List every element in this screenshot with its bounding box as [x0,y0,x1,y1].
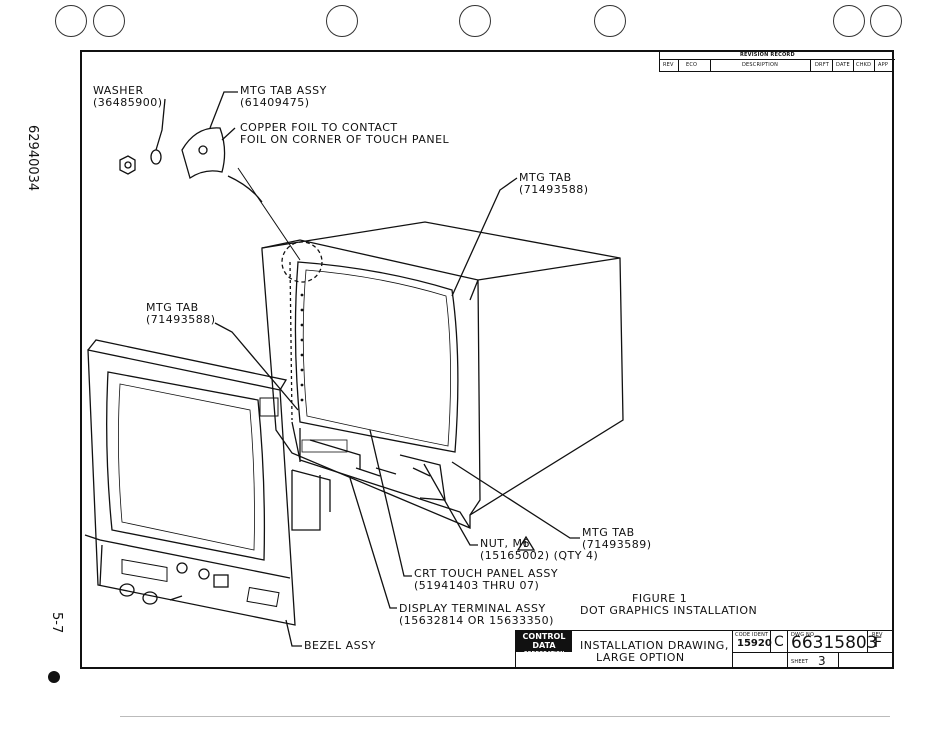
drawing-size: C [774,634,784,650]
cabinet-top-edge [261,239,621,281]
revision-title: REVISION RECORD [740,52,795,58]
figure-caption: DOT GRAPHICS INSTALLATION [580,604,758,617]
leader-mtg-tab-left [214,322,299,411]
punch-hole [93,5,125,37]
callout-mtg-tab-left: MTG TAB (71493588) [146,301,216,326]
date-col: DATE [836,62,850,68]
leader-copper-foil [221,127,236,141]
drawing-title: INSTALLATION DRAWING, LARGE OPTION [580,639,729,664]
rev-letter: F [874,635,883,651]
bottom-rule [120,716,890,717]
monitor-cabinet [261,221,624,529]
terminal-chassis [291,421,471,529]
rev-col: REV [663,62,674,68]
company-logo: CONTROL DATA CORPORATION [516,631,572,657]
punch-hole [326,5,358,37]
callout-mtg-tab-top: MTG TAB (71493588) [519,171,589,196]
eco-col: ECO [686,62,698,68]
app-col: APP [878,62,889,68]
code-ident: 15920 [737,638,772,649]
callout-mtg-tab-assy: MTG TAB ASSY (61409475) [240,84,327,109]
crt-touch-panel [294,261,459,453]
bezel-front [87,349,296,626]
mtg-tab-assy-part [181,127,226,180]
punch-hole [833,5,865,37]
leader-washer [155,98,166,151]
revision-record: REVISION RECORD REV ECO DESCRIPTION DRFT… [659,50,895,72]
leader-mtg-tab-assy [209,91,238,129]
punch-hole [55,5,87,37]
dwg-no-label: DWG NO [791,632,815,638]
title-block [515,630,894,669]
leader-mtg-tab-right [451,461,580,539]
figure-label: FIGURE 1 [632,592,688,605]
callout-bezel: BEZEL ASSY [304,639,376,652]
punch-hole [870,5,902,37]
callout-copper-foil: COPPER FOIL TO CONTACT FOIL ON CORNER OF… [240,121,450,146]
leader-display-terminal [349,477,397,609]
callout-washer: WASHER (36485900) [93,84,163,109]
nut-hardware [119,155,136,175]
warning-triangle [516,535,536,551]
punch-hole [459,5,491,37]
dwg-no: 66315803 [791,633,878,653]
sheet-label: SHEET [791,659,809,665]
callout-crt-touch-panel: CRT TOUCH PANEL ASSY (51941403 THRU 07) [414,567,559,592]
punch-hole [594,5,626,37]
callout-display-terminal: DISPLAY TERMINAL ASSY (15632814 OR 15633… [399,602,554,627]
callout-nut: NUT, M6 (15165002) (QTY 4) [480,537,599,562]
code-ident-label: CODE IDENT [735,632,769,638]
description-col: DESCRIPTION [742,62,779,68]
callout-mtg-tab-right: MTG TAB (71493589) [582,526,652,551]
bezel-screen-opening [106,371,266,561]
sheet-number: 3 [818,654,826,668]
rev-label: REV [872,632,883,638]
warning-number: 1 [523,540,529,549]
drft-col: DRFT [815,62,829,68]
washer-hardware [150,149,162,165]
leader-bezel [285,619,302,647]
chkd-col: CHKD [856,62,872,68]
mount-detail-circle [281,241,323,283]
leader-nut [423,463,478,546]
margin-dot [48,671,60,683]
leader-crt-touch [369,429,412,577]
drawing-frame [80,50,894,669]
cabinet-front-edge [469,279,481,516]
leader-mtg-tab-top [451,177,518,297]
